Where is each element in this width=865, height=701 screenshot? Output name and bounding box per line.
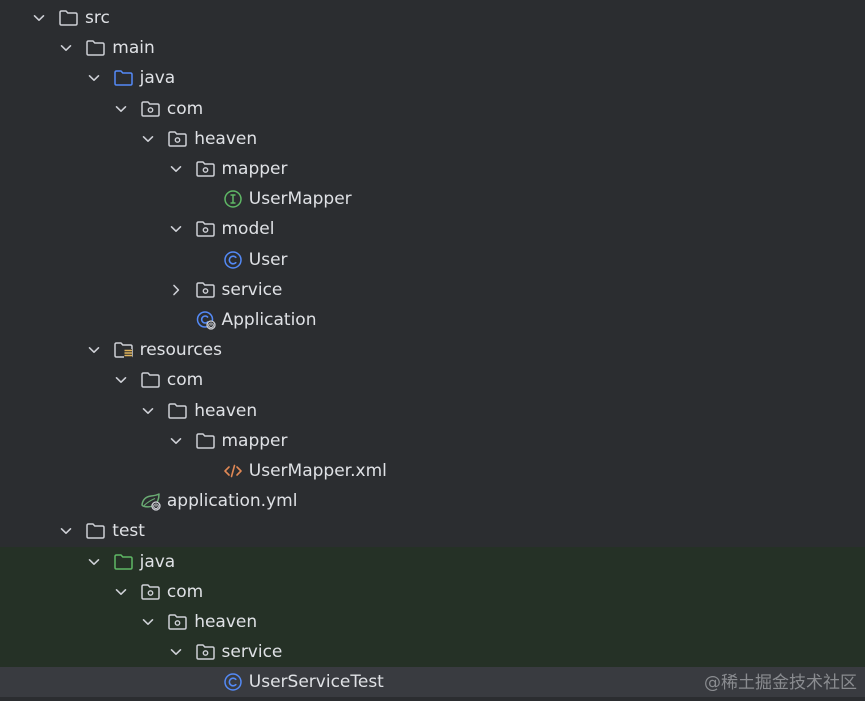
- tree-node-label: java: [139, 68, 176, 89]
- tree-node-label: mapper: [221, 430, 288, 451]
- tree-node-java[interactable]: java: [0, 546, 865, 577]
- tree-node-heaven[interactable]: heaven: [0, 396, 865, 426]
- folder-icon: [58, 8, 80, 28]
- tree-node-userservicetest[interactable]: UserServiceTest: [0, 667, 865, 698]
- chevron-down-icon[interactable]: [115, 374, 127, 386]
- tree-node-src[interactable]: src: [0, 3, 865, 33]
- tree-node-label: mapper: [221, 159, 288, 179]
- package-icon: [167, 129, 189, 149]
- tree-node-user[interactable]: User: [0, 245, 865, 275]
- watermark: @稀土掘金技术社区: [704, 673, 857, 693]
- source-root-folder-icon: [113, 68, 135, 88]
- tree-node-heaven[interactable]: heaven: [0, 607, 865, 637]
- tree-node-label: heaven: [194, 612, 258, 632]
- chevron-down-icon[interactable]: [170, 646, 182, 658]
- tree-node-usermapper[interactable]: UserMapper: [0, 184, 865, 214]
- xml-file-icon: [222, 461, 244, 481]
- package-icon: [140, 582, 162, 602]
- tree-node-label: com: [166, 370, 204, 391]
- tree-node-main[interactable]: main: [0, 33, 865, 63]
- interface-icon: [222, 189, 244, 209]
- tree-node-label: service: [221, 642, 283, 663]
- tree-node-com[interactable]: com: [0, 94, 865, 124]
- chevron-down-icon[interactable]: [142, 405, 154, 417]
- package-icon: [195, 219, 217, 239]
- tree-node-service[interactable]: service: [0, 637, 865, 668]
- tree-node-label: com: [166, 581, 204, 602]
- chevron-down-icon[interactable]: [115, 103, 127, 115]
- tree-node-test[interactable]: test: [0, 516, 865, 546]
- tree-node-label: resources: [139, 340, 222, 361]
- chevron-down-icon[interactable]: [60, 525, 72, 537]
- tree-node-label: main: [112, 38, 155, 59]
- resources-folder-icon: [113, 340, 135, 360]
- tree-node-service[interactable]: service: [0, 275, 865, 305]
- class-icon: [222, 250, 244, 270]
- chevron-down-icon[interactable]: [170, 435, 182, 447]
- folder-icon: [85, 521, 107, 541]
- tree-node-label: UserServiceTest: [248, 672, 384, 693]
- package-icon: [195, 159, 217, 179]
- chevron-down-icon[interactable]: [88, 72, 100, 84]
- package-icon: [195, 642, 217, 662]
- chevron-right-icon[interactable]: [170, 284, 182, 296]
- tree-node-application-yml[interactable]: application.yml: [0, 486, 865, 516]
- chevron-down-icon[interactable]: [33, 12, 45, 24]
- tree-node-label: src: [85, 8, 110, 28]
- tree-node-label: Application: [221, 310, 317, 330]
- tree-node-usermapper-xml[interactable]: UserMapper.xml: [0, 456, 865, 486]
- chevron-down-icon[interactable]: [88, 556, 100, 568]
- chevron-down-icon[interactable]: [170, 223, 182, 235]
- tree-node-label: model: [221, 219, 275, 240]
- package-icon: [167, 612, 189, 632]
- folder-icon: [167, 401, 189, 421]
- folder-icon: [195, 431, 217, 451]
- spring-config-icon: [140, 491, 162, 511]
- tree-node-label: com: [166, 98, 204, 119]
- folder-icon: [85, 38, 107, 58]
- tree-node-label: UserMapper: [248, 189, 352, 210]
- tree-node-label: java: [139, 551, 176, 572]
- chevron-down-icon[interactable]: [142, 616, 154, 628]
- tree-node-mapper[interactable]: mapper: [0, 426, 865, 456]
- tree-node-model[interactable]: model: [0, 214, 865, 244]
- tree-node-java[interactable]: java: [0, 63, 865, 93]
- tree-node-mapper[interactable]: mapper: [0, 154, 865, 184]
- tree-node-label: heaven: [194, 400, 258, 421]
- package-icon: [140, 99, 162, 119]
- tree-node-label: User: [248, 249, 288, 270]
- chevron-down-icon[interactable]: [88, 344, 100, 356]
- tree-node-heaven[interactable]: heaven: [0, 124, 865, 154]
- chevron-down-icon[interactable]: [142, 133, 154, 145]
- tree-node-label: application.yml: [166, 491, 298, 512]
- folder-icon: [140, 370, 162, 390]
- tree-node-com[interactable]: com: [0, 576, 865, 607]
- package-icon: [195, 280, 217, 300]
- chevron-down-icon[interactable]: [170, 163, 182, 175]
- chevron-down-icon[interactable]: [115, 586, 127, 598]
- spring-boot-class-icon: [195, 310, 217, 330]
- tree-node-label: test: [112, 521, 145, 542]
- tree-node-resources[interactable]: resources: [0, 335, 865, 365]
- tree-node-label: UserMapper.xml: [248, 461, 387, 481]
- tree-node-label: heaven: [194, 128, 258, 149]
- chevron-down-icon[interactable]: [60, 42, 72, 54]
- tree-node-application[interactable]: Application: [0, 305, 865, 335]
- tree-node-label: service: [221, 279, 283, 300]
- test-root-folder-icon: [113, 552, 135, 572]
- class-icon: [222, 672, 244, 692]
- tree-node-com[interactable]: com: [0, 365, 865, 395]
